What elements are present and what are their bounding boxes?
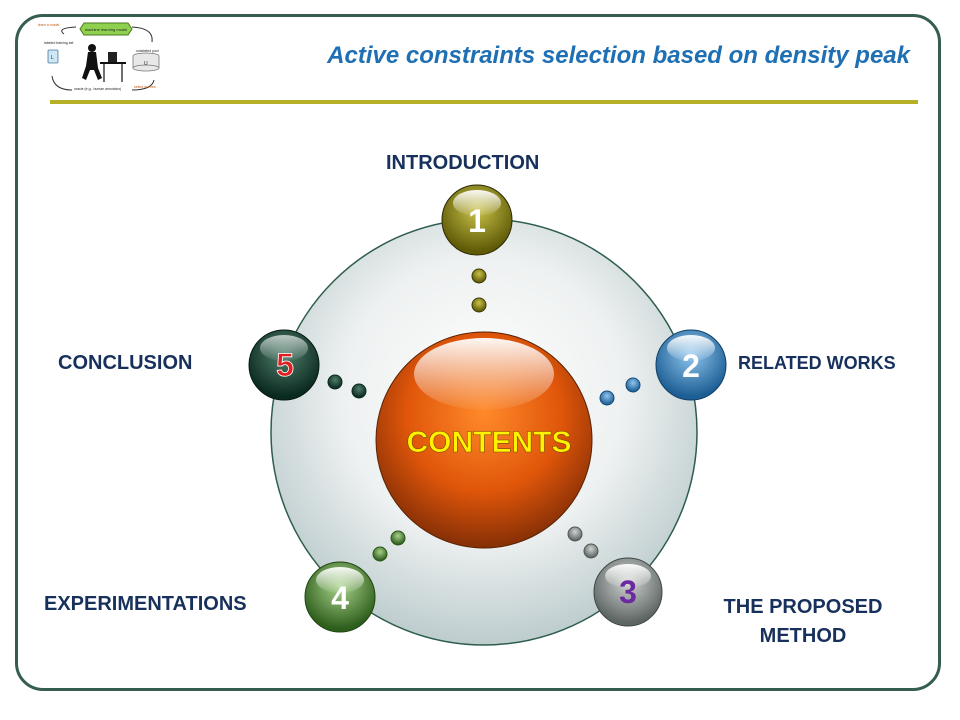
node-5-sphere: 5	[248, 329, 320, 401]
connector-dot	[372, 546, 388, 562]
connector-dot	[599, 390, 615, 406]
connector-dot	[583, 543, 599, 559]
node-3-number: 3	[619, 574, 637, 610]
logo-model-label: machine learning model	[85, 27, 128, 32]
slide-title: Active constraints selection based on de…	[327, 42, 910, 69]
node-2-sphere: 2	[655, 329, 727, 401]
node-3-sphere: 3	[593, 557, 663, 627]
connector-dot	[351, 383, 367, 399]
slide-frame	[15, 14, 941, 691]
logo-unlabeled-label: unlabeled pool	[136, 49, 159, 53]
label-introduction: INTRODUCTION	[386, 152, 540, 174]
label-conclusion: CONCLUSION	[58, 352, 193, 374]
connector-dot	[327, 374, 343, 390]
connector-dots-5	[327, 374, 367, 399]
active-learning-logo: machine learning model learn a model lab…	[38, 22, 160, 91]
connector-dots-2	[599, 377, 641, 406]
logo-labeled-label: labeled training set	[44, 41, 73, 45]
node-2-number: 2	[682, 348, 700, 384]
label-experimentations: EXPERIMENTATIONS	[44, 593, 247, 615]
connector-dots-3	[567, 526, 599, 559]
node-1-sphere: 1	[441, 184, 513, 256]
center-label: CONTENTS	[407, 426, 572, 459]
connector-dot	[625, 377, 641, 393]
connector-dots-1	[471, 268, 487, 313]
logo-select-label: select queries	[134, 85, 156, 89]
logo-symbol-l: L	[51, 55, 54, 61]
node-5-number: 5	[276, 347, 294, 383]
connector-dot	[471, 297, 487, 313]
logo-oracle-label: oracle (e.g., human annotator)	[74, 87, 121, 91]
logo-train-label: learn a model	[38, 23, 59, 27]
center-sphere: CONTENTS	[375, 331, 593, 549]
label-proposed-method-line2: METHOD	[759, 625, 847, 647]
label-proposed-method: THE PROPOSED METHOD	[700, 593, 906, 651]
connector-dot	[567, 526, 583, 542]
connector-dot	[471, 268, 487, 284]
node-4-number: 4	[331, 580, 349, 616]
connector-dots-4	[372, 530, 406, 562]
title-underline	[50, 100, 918, 104]
label-proposed-method-line1: THE PROPOSED	[723, 596, 883, 618]
node-1-number: 1	[468, 203, 486, 239]
node-4-sphere: 4	[304, 561, 376, 633]
connector-dot	[390, 530, 406, 546]
logo-symbol-u: U	[144, 61, 148, 67]
label-related-works: RELATED WORKS	[738, 353, 896, 373]
